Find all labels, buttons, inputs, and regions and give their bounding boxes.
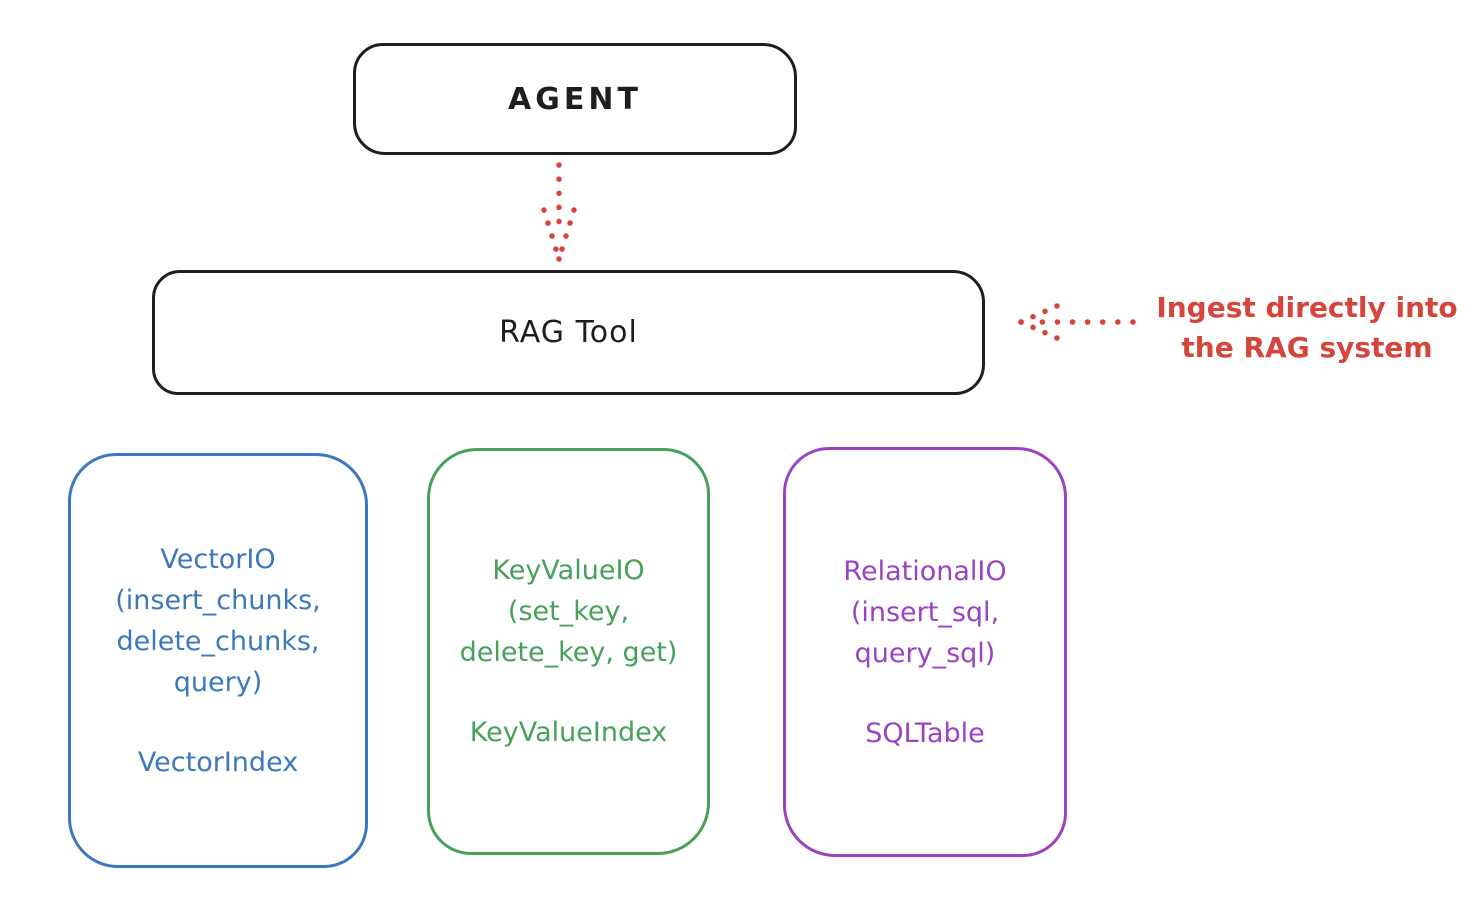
rag-tool-label: RAG Tool xyxy=(499,315,638,350)
agent-to-rag-dotted-arrow-icon xyxy=(541,162,577,262)
vector-io-line: query) xyxy=(173,666,263,698)
relational-io-line: (insert_sql, xyxy=(850,596,1000,628)
vector-io-line: delete_chunks, xyxy=(116,625,320,657)
key-value-io-node: KeyValueIO (set_key, delete_key, get) Ke… xyxy=(427,448,710,855)
rag-tool-node: RAG Tool xyxy=(152,270,985,395)
ingest-annotation: Ingest directly into the RAG system xyxy=(1140,288,1474,368)
annotation-to-rag-dotted-arrow-icon xyxy=(1018,303,1136,341)
vector-io-node: VectorIO (insert_chunks, delete_chunks, … xyxy=(68,453,368,868)
agent-node: AGENT xyxy=(353,43,797,155)
key-value-io-line: (set_key, xyxy=(507,596,630,627)
agent-label: AGENT xyxy=(508,81,642,117)
key-value-io-line: KeyValueIO xyxy=(492,555,645,586)
ingest-annotation-line2: the RAG system xyxy=(1181,331,1433,364)
relational-io-line: RelationalIO xyxy=(843,555,1007,587)
relational-io-line: query_sql) xyxy=(854,637,996,669)
relational-io-node: RelationalIO (insert_sql, query_sql) SQL… xyxy=(783,447,1067,857)
vector-index-label: VectorIndex xyxy=(137,746,299,778)
ingest-annotation-line1: Ingest directly into xyxy=(1156,291,1458,324)
vector-io-line: (insert_chunks, xyxy=(115,584,321,616)
key-value-index-label: KeyValueIndex xyxy=(469,717,668,748)
key-value-io-line: delete_key, get) xyxy=(459,637,678,668)
vector-io-line: VectorIO xyxy=(160,543,276,575)
sql-table-label: SQLTable xyxy=(865,717,985,749)
